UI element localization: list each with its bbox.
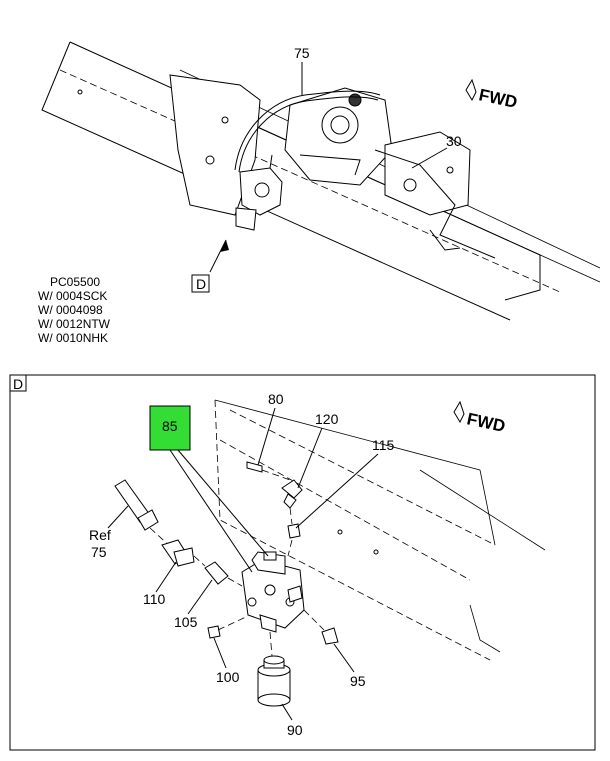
fwd-arrow-icon [465, 78, 477, 102]
callout-110: 110 [143, 591, 166, 607]
note-line-4: W/ 0012NTW [38, 317, 111, 331]
callout-80: 80 [268, 391, 284, 407]
fwd-indicator: FWD [477, 85, 519, 112]
callout-ref-75: 75 [91, 544, 107, 560]
callout-115: 115 [372, 437, 395, 453]
overview-illustration [41, 41, 601, 321]
detail-frame [9, 374, 596, 751]
note-line-1: PC05500 [50, 275, 100, 289]
callout-120: 120 [315, 411, 339, 427]
detail-fwd-indicator: FWD [465, 409, 507, 436]
note-line-5: W/ 0010NHK [38, 331, 108, 345]
callout-90: 90 [287, 722, 303, 738]
fwd-arrow-icon [453, 400, 465, 424]
detail-reference-label: D [196, 276, 206, 292]
callout-30: 30 [446, 133, 462, 149]
detail-reference-box[interactable] [191, 274, 210, 293]
callout-ref: Ref [89, 527, 111, 543]
detail-illustration [114, 399, 546, 707]
detail-frame-label: D [13, 376, 23, 392]
highlighted-part-box[interactable] [149, 405, 191, 451]
callout-100: 100 [216, 669, 240, 685]
callout-75: 75 [294, 45, 310, 61]
detail-frame-tab [9, 374, 27, 392]
note-line-2: W/ 0004SCK [38, 289, 107, 303]
note-line-3: W/ 0004098 [38, 303, 103, 317]
highlighted-part-label: 85 [162, 418, 178, 434]
callout-105: 105 [174, 614, 198, 630]
callout-95: 95 [350, 673, 366, 689]
